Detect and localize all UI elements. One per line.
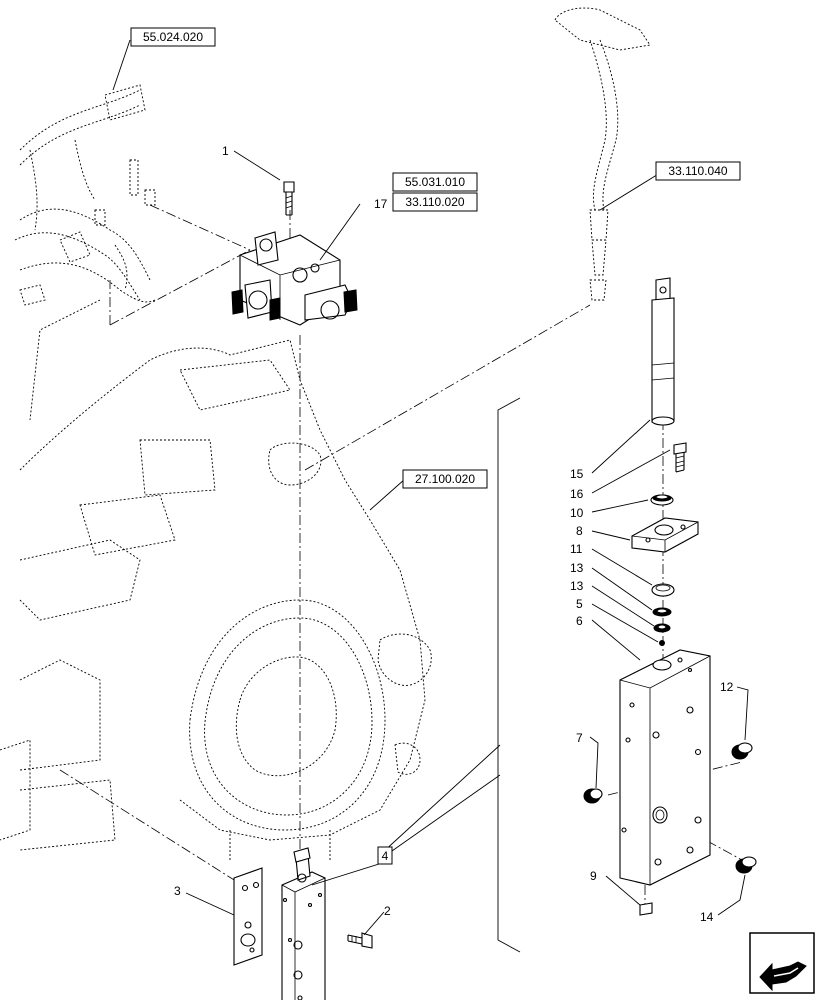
leader-lines (112, 39, 749, 936)
seal-10 (650, 494, 674, 506)
callout-13b: 13 (570, 579, 584, 593)
callout-box-4[interactable]: 4 (377, 846, 393, 865)
callout-12: 12 (720, 680, 734, 694)
plug-9 (639, 902, 653, 916)
bushing-11 (651, 583, 675, 597)
group-frame (497, 397, 521, 953)
callout-16: 16 (570, 487, 584, 501)
callout-7: 7 (576, 731, 583, 745)
callout-2: 2 (384, 904, 391, 918)
part-callouts: 1 17 15 16 10 8 11 13 13 5 6 7 12 9 14 3… (174, 144, 734, 924)
ring-13b (653, 623, 671, 633)
plate-8 (631, 517, 699, 553)
plug-7 (583, 788, 603, 804)
arrow-back-icon[interactable] (749, 932, 815, 994)
callout-1: 1 (222, 144, 229, 158)
valve-housing-6 (619, 649, 711, 886)
ref-box-wiring-harness[interactable]: 55.024.020 (130, 27, 216, 47)
callout-6: 6 (576, 614, 583, 628)
shaft-15 (651, 277, 675, 426)
bolt-1 (283, 181, 295, 216)
callout-3: 3 (174, 884, 181, 898)
transmission-housing (0, 299, 432, 860)
svg-text:27.100.020: 27.100.020 (415, 472, 475, 486)
svg-text:33.110.040: 33.110.040 (668, 164, 727, 178)
solenoid-valve-block (231, 231, 358, 326)
callout-10: 10 (570, 506, 584, 520)
ball-5 (659, 640, 665, 646)
ref-box-valve-b[interactable]: 33.110.020 (392, 192, 478, 212)
svg-text:55.031.010: 55.031.010 (405, 175, 465, 189)
wiring-harness (14, 84, 156, 306)
callout-14: 14 (700, 910, 714, 924)
ref-box-housing[interactable]: 27.100.020 (402, 469, 488, 489)
callout-17: 17 (374, 197, 388, 211)
bracket-3 (233, 867, 263, 966)
callout-13a: 13 (570, 561, 584, 575)
hydraulic-hose (554, 7, 651, 301)
bolt-16 (673, 442, 687, 473)
ref-box-hose[interactable]: 33.110.040 (655, 161, 741, 181)
callout-9: 9 (590, 869, 597, 883)
ref-box-valve-a[interactable]: 55.031.010 (392, 172, 478, 192)
svg-text:4: 4 (382, 849, 389, 863)
svg-text:55.024.020: 55.024.020 (143, 30, 203, 44)
callout-11: 11 (570, 542, 583, 556)
svg-text:33.110.020: 33.110.020 (405, 195, 464, 209)
plug-12 (731, 742, 753, 760)
ring-13a (652, 607, 672, 617)
valve-block-4 (281, 847, 326, 1000)
callout-15: 15 (570, 467, 584, 481)
bolt-2 (347, 932, 373, 949)
plug-14 (735, 856, 757, 874)
callout-8: 8 (576, 524, 583, 538)
callout-5: 5 (576, 597, 583, 611)
